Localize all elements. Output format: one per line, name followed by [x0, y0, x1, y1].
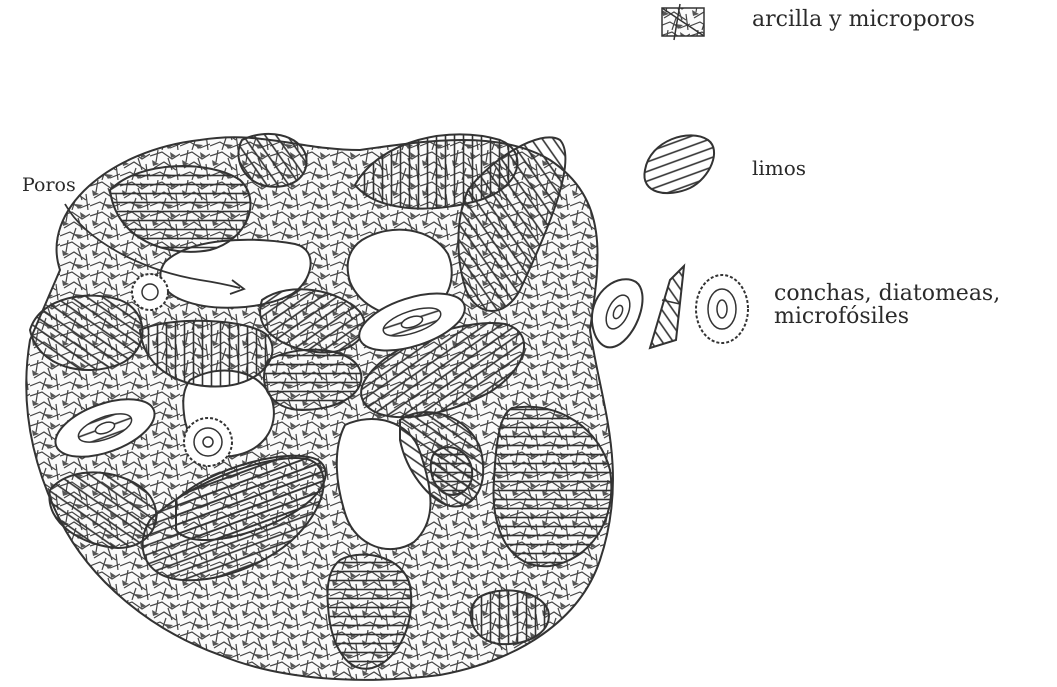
silt-particle — [431, 447, 472, 495]
soil-aggregate — [26, 134, 613, 680]
silt-particle — [471, 590, 549, 644]
clay-legend-icon — [662, 4, 704, 40]
fossils-legend-label-line2: microfósiles — [774, 305, 1000, 328]
poros-label: Poros — [22, 176, 76, 196]
diatom-fossil — [184, 418, 232, 466]
fossils-legend-label: conchas, diatomeas, microfósiles — [774, 282, 1000, 328]
microfossil-legend-icon — [696, 275, 748, 343]
diatom-fossil — [132, 274, 168, 310]
silt-legend-label: limos — [752, 158, 806, 179]
clay-legend-label: arcilla y microporos — [752, 8, 975, 31]
shell-legend-icon — [592, 279, 643, 347]
fossils-legend-label-line1: conchas, diatomeas, — [774, 282, 1000, 305]
silt-legend-icon — [644, 135, 714, 193]
diatom-legend-icon — [650, 266, 684, 348]
